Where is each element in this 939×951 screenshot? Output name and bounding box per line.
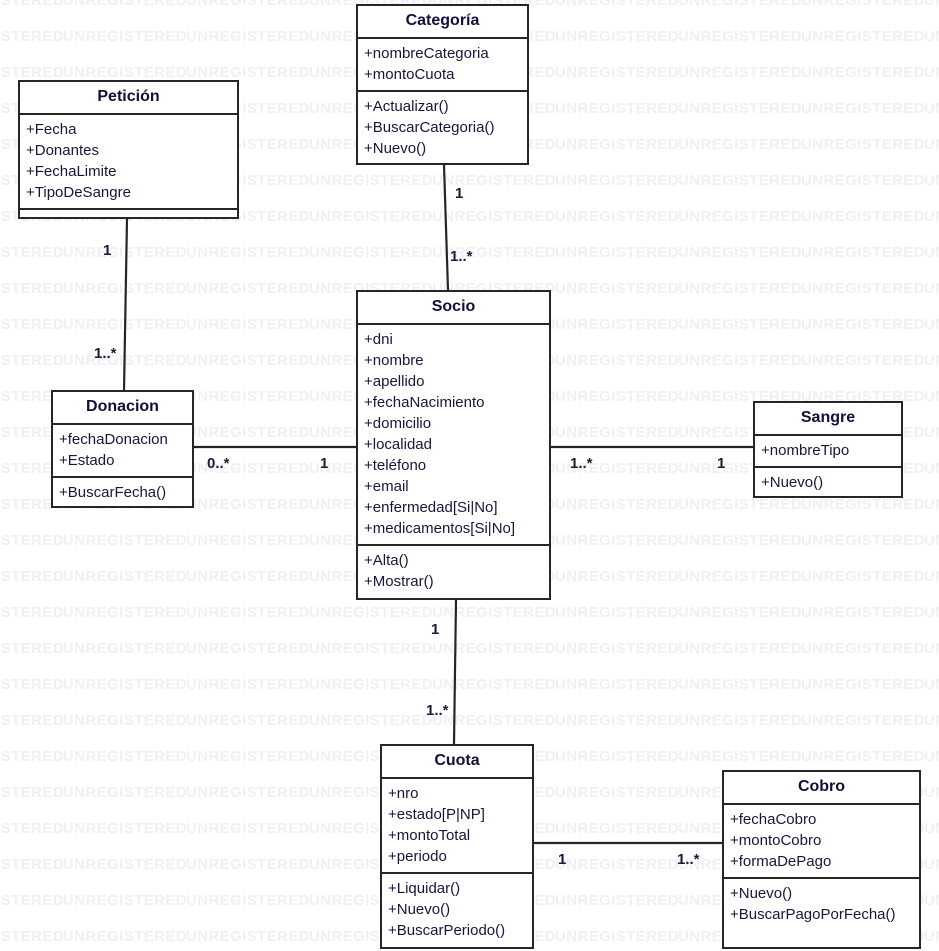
uml-attribute: +apellido: [364, 373, 425, 390]
uml-attribute: +dni: [364, 331, 393, 348]
uml-attribute: +fechaNacimiento: [364, 394, 485, 411]
uml-class-peticion[interactable]: Petición +Fecha +Donantes +FechaLimite +…: [18, 80, 239, 219]
uml-class-donacion[interactable]: Donacion +fechaDonacion +Estado +BuscarF…: [51, 390, 194, 508]
uml-attribute: +fechaCobro: [730, 811, 817, 828]
watermark-row: UNREGISTEREDUNREGISTEREDUNREGISTEREDUNRE…: [0, 676, 939, 693]
multiplicity-socio-sangre-from: 1..*: [570, 455, 593, 472]
uml-attribute: +fechaDonacion: [59, 431, 168, 448]
uml-method: +BuscarFecha(): [59, 484, 167, 501]
uml-methods-donacion: +BuscarFecha(): [53, 478, 192, 508]
uml-method: +Nuevo(): [364, 140, 427, 157]
uml-method: +BuscarPagoPorFecha(): [730, 906, 896, 923]
uml-attribute: +formaDePago: [730, 853, 832, 870]
uml-attribute: +medicamentos[Si|No]: [364, 520, 516, 537]
uml-attribute: +Estado: [59, 452, 115, 469]
uml-attribute: +nro: [388, 785, 419, 802]
association-line-categoria-socio: [442, 164, 450, 291]
uml-attributes-cobro: +fechaCobro +montoCobro +formaDePago: [724, 805, 919, 879]
uml-class-name-cuota: Cuota: [382, 746, 532, 779]
uml-class-cuota[interactable]: Cuota +nro +estado[P|NP] +montoTotal +pe…: [380, 744, 534, 949]
uml-class-name-donacion: Donacion: [53, 392, 192, 425]
multiplicity-cuota-cobro-to: 1..*: [677, 851, 700, 868]
uml-class-name-socio: Socio: [358, 292, 549, 325]
uml-method: +Liquidar(): [388, 880, 461, 897]
multiplicity-donacion-socio-from: 0..*: [207, 455, 230, 472]
uml-attribute: +nombreCategoria: [364, 45, 489, 62]
uml-attributes-peticion: +Fecha +Donantes +FechaLimite +TipoDeSan…: [20, 115, 237, 210]
multiplicity-peticion-donacion-to: 1..*: [94, 345, 117, 362]
uml-attributes-donacion: +fechaDonacion +Estado: [53, 425, 192, 478]
uml-class-cobro[interactable]: Cobro +fechaCobro +montoCobro +formaDePa…: [722, 770, 921, 949]
uml-attribute: +Fecha: [26, 121, 77, 138]
uml-method: +Nuevo(): [388, 901, 451, 918]
uml-class-name-peticion: Petición: [20, 82, 237, 115]
association-line-peticion-donacion: [122, 218, 129, 392]
uml-attribute: +montoCuota: [364, 66, 455, 83]
uml-attribute: +nombreTipo: [761, 442, 850, 459]
uml-attribute: +estado[P|NP]: [388, 806, 485, 823]
watermark-row: UNREGISTEREDUNREGISTEREDUNREGISTEREDUNRE…: [0, 640, 939, 657]
uml-attribute: +teléfono: [364, 457, 427, 474]
uml-methods-categoria: +Actualizar() +BuscarCategoria() +Nuevo(…: [358, 92, 527, 164]
uml-class-sangre[interactable]: Sangre +nombreTipo +Nuevo(): [753, 401, 903, 498]
multiplicity-socio-cuota-from: 1: [431, 621, 440, 638]
uml-attribute: +periodo: [388, 848, 447, 865]
uml-method: +BuscarCategoria(): [364, 119, 495, 136]
multiplicity-cuota-cobro-from: 1: [558, 851, 567, 868]
watermark-row: UNREGISTEREDUNREGISTEREDUNREGISTEREDUNRE…: [0, 604, 939, 621]
uml-class-name-sangre: Sangre: [755, 403, 901, 436]
uml-class-categoria[interactable]: Categoría +nombreCategoria +montoCuota +…: [356, 4, 529, 165]
uml-class-socio[interactable]: Socio +dni +nombre +apellido +fechaNacim…: [356, 290, 551, 600]
uml-attributes-cuota: +nro +estado[P|NP] +montoTotal +periodo: [382, 779, 532, 874]
uml-attribute: +nombre: [364, 352, 424, 369]
multiplicity-donacion-socio-to: 1: [320, 455, 329, 472]
multiplicity-categoria-socio-from: 1: [455, 185, 464, 202]
uml-attribute: +Donantes: [26, 142, 99, 159]
uml-method: +Actualizar(): [364, 98, 449, 115]
uml-methods-socio: +Alta() +Mostrar(): [358, 546, 549, 597]
uml-method: +Alta(): [364, 552, 409, 569]
multiplicity-socio-sangre-to: 1: [717, 455, 726, 472]
uml-attribute: +email: [364, 478, 409, 495]
uml-methods-peticion: [20, 210, 237, 224]
uml-attribute: +montoCobro: [730, 832, 822, 849]
uml-attributes-socio: +dni +nombre +apellido +fechaNacimiento …: [358, 325, 549, 546]
uml-method: +Nuevo(): [761, 474, 824, 491]
uml-methods-cobro: +Nuevo() +BuscarPagoPorFecha(): [724, 879, 919, 930]
uml-class-name-cobro: Cobro: [724, 772, 919, 805]
uml-method: +Mostrar(): [364, 573, 434, 590]
uml-attributes-categoria: +nombreCategoria +montoCuota: [358, 39, 527, 92]
uml-methods-sangre: +Nuevo(): [755, 468, 901, 498]
uml-class-name-categoria: Categoría: [358, 6, 527, 39]
watermark-row: UNREGISTEREDUNREGISTEREDUNREGISTEREDUNRE…: [0, 712, 939, 729]
uml-method: +Nuevo(): [730, 885, 793, 902]
multiplicity-categoria-socio-to: 1..*: [450, 248, 473, 265]
uml-method: +BuscarPeriodo(): [388, 922, 506, 939]
association-line-socio-cuota: [452, 599, 458, 745]
multiplicity-peticion-donacion-from: 1: [103, 242, 112, 259]
uml-attributes-sangre: +nombreTipo: [755, 436, 901, 468]
uml-attribute: +montoTotal: [388, 827, 471, 844]
uml-attribute: +localidad: [364, 436, 432, 453]
uml-attribute: +domicilio: [364, 415, 432, 432]
multiplicity-socio-cuota-to: 1..*: [426, 702, 449, 719]
uml-attribute: +enfermedad[Si|No]: [364, 499, 498, 516]
uml-attribute: +TipoDeSangre: [26, 184, 131, 201]
uml-attribute: +FechaLimite: [26, 163, 117, 180]
uml-methods-cuota: +Liquidar() +Nuevo() +BuscarPeriodo(): [382, 874, 532, 946]
